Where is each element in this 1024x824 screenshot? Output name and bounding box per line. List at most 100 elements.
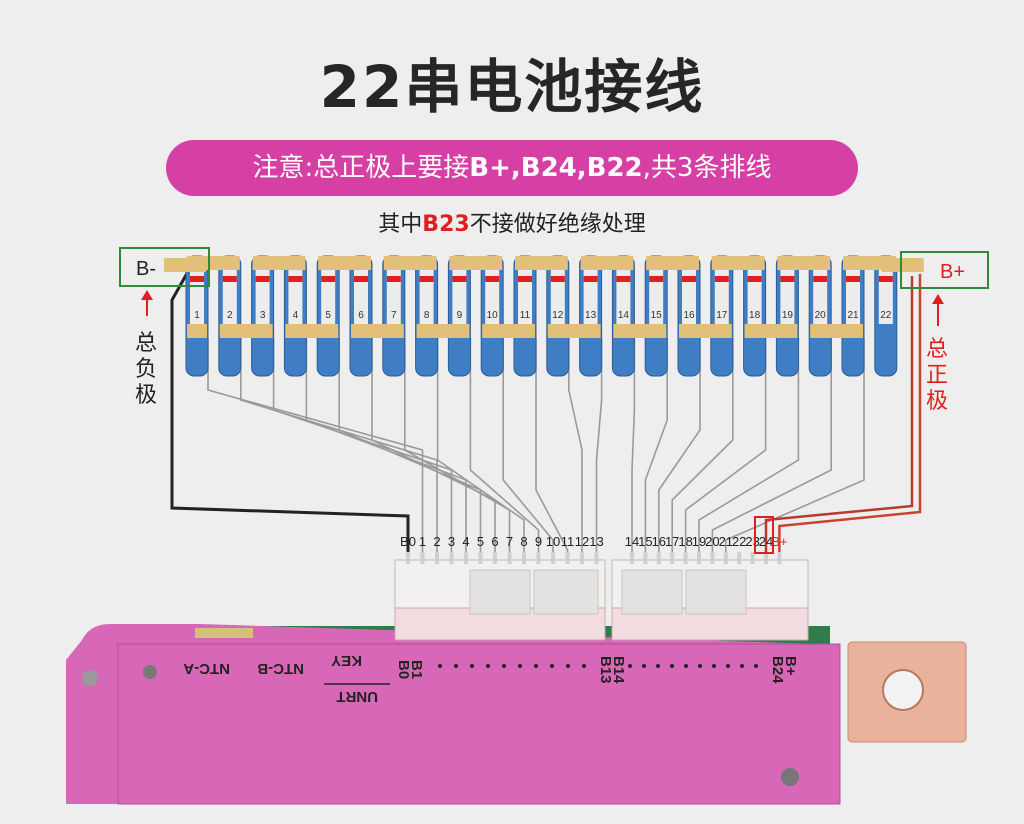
connector-pin — [536, 552, 541, 564]
nickel-tab-top — [383, 256, 437, 270]
cell-number: 3 — [260, 310, 266, 321]
subnote-highlight: B23 — [422, 212, 470, 237]
wire-balance — [658, 338, 701, 552]
connector-pin — [435, 552, 439, 564]
connector-pin-label: 3 — [448, 534, 455, 549]
connector-pin-label: 5 — [477, 534, 484, 549]
notice-suffix: ,共3条排线 — [642, 153, 772, 183]
cell-polarity-band — [354, 276, 368, 282]
battery-cell: 12 — [546, 255, 570, 377]
connector-pin-label: 19 — [692, 534, 706, 549]
copper-tab-hole — [882, 669, 924, 711]
nickel-tab-bottom-first — [187, 324, 207, 338]
nickel-tab-top — [449, 256, 503, 270]
connector-pin-label: 6 — [491, 534, 498, 549]
notice-bold: B+,B24,B22 — [469, 153, 643, 183]
battery-cell: 22 — [874, 255, 898, 377]
battery-cell: 15 — [644, 255, 668, 377]
wire-balance — [631, 338, 636, 552]
subnote-prefix: 其中 — [378, 212, 423, 237]
wire-balance — [698, 338, 800, 552]
cell-number: 20 — [815, 310, 827, 321]
board-dot — [656, 664, 660, 668]
battery-cell: 17 — [710, 255, 734, 377]
nickel-tab-top — [252, 256, 306, 270]
nickel-tab-bottom — [810, 324, 863, 338]
cell-polarity-band — [386, 276, 401, 282]
board-dot — [628, 664, 632, 668]
cell-number: 11 — [520, 310, 531, 321]
board-label-b14: B14 — [610, 656, 627, 684]
cell-polarity-band — [649, 276, 664, 282]
board-dot — [486, 664, 490, 668]
board-dot — [642, 664, 646, 668]
subnote: 其中B23不接做好绝缘处理 — [0, 206, 1024, 238]
nickel-tab-top — [646, 256, 699, 270]
cell-number: 14 — [618, 310, 630, 321]
board-dot — [566, 664, 570, 668]
board-dot — [518, 664, 522, 668]
total-positive-char-2: 正 — [926, 363, 948, 388]
board-dot — [754, 664, 758, 668]
total-positive-char-1: 总 — [926, 337, 948, 362]
board-screw-left — [82, 670, 98, 686]
connector-right-latch-2 — [685, 569, 747, 615]
wire-balance — [644, 338, 668, 552]
cell-number: 5 — [325, 310, 331, 321]
cell-polarity-band — [616, 276, 631, 282]
cell-number: 15 — [651, 310, 663, 321]
nickel-tab-top — [515, 256, 568, 270]
connector-pin-label: 24 — [759, 534, 773, 549]
battery-cell: 3 — [251, 255, 275, 377]
cell-number: 10 — [487, 310, 499, 321]
nickel-tab-negative — [164, 258, 206, 272]
wire-balance — [502, 338, 554, 552]
connector-pin — [464, 552, 468, 564]
connector-pin-label: 11 — [561, 534, 575, 549]
board-label-bplus: B+ — [782, 656, 799, 676]
board-dot — [712, 664, 716, 668]
cell-polarity-band — [780, 276, 795, 282]
board-label-key: KEY — [331, 652, 362, 669]
connector-pin — [777, 552, 782, 564]
board-label-unrt: UNRT — [336, 688, 378, 705]
board-label-ntc-b: NTC-B — [257, 660, 304, 677]
board-dot — [670, 664, 674, 668]
battery-cell: 21 — [841, 255, 865, 377]
connector-right-latch-1 — [621, 569, 683, 615]
cell-number: 21 — [847, 310, 859, 321]
connector-pin-label: B+ — [771, 534, 787, 549]
board-dot — [684, 664, 688, 668]
cell-polarity-band — [321, 276, 336, 282]
connector-pin-label: 16 — [652, 534, 666, 549]
battery-cell: 7 — [382, 255, 406, 377]
negative-arrow-head — [141, 290, 153, 300]
battery-cell: 6 — [349, 255, 373, 377]
cell-polarity-band — [222, 276, 237, 282]
wire-balance — [711, 338, 832, 552]
cell-number: 17 — [716, 310, 728, 321]
battery-cell: 19 — [775, 255, 799, 377]
cell-number: 2 — [227, 310, 233, 321]
total-negative-char-2: 负 — [135, 357, 157, 382]
nickel-tab-bottom — [547, 324, 601, 338]
connector-pin — [630, 552, 634, 564]
cell-polarity-band — [419, 276, 434, 282]
connector-pin-label: 17 — [665, 534, 679, 549]
battery-cell: 5 — [316, 255, 340, 377]
left-terminal-box — [119, 247, 210, 287]
cell-number: 8 — [424, 310, 430, 321]
nickel-tab-bottom — [482, 324, 535, 338]
board-dot — [550, 664, 554, 668]
cell-polarity-band — [288, 276, 303, 282]
board-screw-bottom — [781, 768, 799, 786]
connector-pin — [478, 552, 483, 564]
connector-pin — [507, 552, 512, 564]
board-dot — [582, 664, 586, 668]
board-label-b1: B1 — [408, 660, 425, 679]
nickel-tab-top — [777, 256, 831, 270]
board-dots — [438, 664, 758, 668]
connector-pin-label: 23 — [745, 534, 759, 549]
